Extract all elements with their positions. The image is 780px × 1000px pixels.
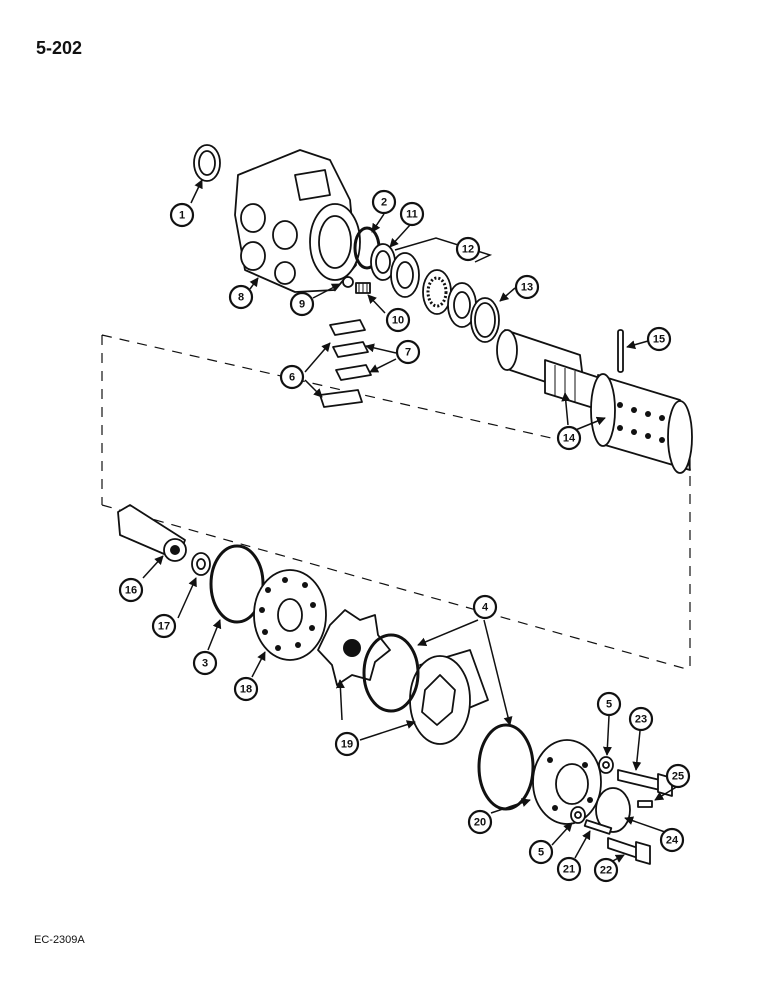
part-6-7-centering-springs: [319, 319, 372, 408]
part-10-spring: [355, 282, 371, 294]
svg-text:8: 8: [238, 292, 244, 304]
part-12-thrust-bearing: [390, 252, 477, 328]
svg-text:12: 12: [462, 244, 474, 256]
svg-text:11: 11: [406, 209, 418, 221]
svg-text:3: 3: [202, 658, 208, 670]
svg-text:23: 23: [635, 714, 647, 726]
callout-13: 13: [514, 274, 540, 300]
callout-19: 19: [334, 731, 360, 757]
svg-text:19: 19: [341, 739, 353, 751]
svg-text:4: 4: [482, 602, 489, 614]
part-11-washer: [370, 243, 396, 281]
svg-text:20: 20: [474, 817, 486, 829]
part-21-pin: [583, 819, 613, 835]
callout-5: 5: [528, 839, 554, 865]
part-9-check-ball: [342, 276, 354, 288]
svg-text:18: 18: [240, 684, 252, 696]
callout-labels: 1211128910131567141617318419523252024521…: [118, 189, 691, 883]
svg-text:15: 15: [653, 334, 665, 346]
svg-text:24: 24: [666, 835, 679, 847]
callout-18: 18: [233, 676, 259, 702]
callout-25: 25: [665, 763, 691, 789]
svg-text:1: 1: [179, 210, 185, 222]
callout-10: 10: [385, 307, 411, 333]
part-8-valve-housing: [234, 149, 361, 293]
part-14-spool-and-sleeve: [496, 329, 693, 474]
callout-15: 15: [646, 326, 672, 352]
part-23-cap-screw: [617, 769, 673, 797]
svg-text:17: 17: [158, 621, 170, 633]
page-number: 5-202: [36, 38, 83, 58]
svg-text:21: 21: [563, 864, 575, 876]
svg-text:16: 16: [125, 585, 137, 597]
callout-3: 3: [192, 650, 218, 676]
figure-code: EC-2309A: [34, 934, 85, 946]
part-1-seal-ring: [193, 144, 221, 182]
callout-20: 20: [467, 809, 493, 835]
part-13-snap-ring: [470, 297, 500, 343]
part-24-seal-plate: [595, 787, 631, 833]
callout-5: 5: [596, 691, 622, 717]
callout-12: 12: [455, 236, 481, 262]
callout-24: 24: [659, 827, 685, 853]
svg-text:7: 7: [405, 347, 411, 359]
svg-text:25: 25: [672, 771, 684, 783]
svg-text:5: 5: [606, 699, 612, 711]
callout-11: 11: [399, 201, 425, 227]
callout-8: 8: [228, 284, 254, 310]
callout-22: 22: [593, 857, 619, 883]
callout-7: 7: [395, 339, 421, 365]
svg-text:6: 6: [289, 372, 295, 384]
callout-1: 1: [169, 202, 195, 228]
part-25-screw: [637, 800, 653, 808]
callout-14: 14: [556, 425, 582, 451]
callout-4: 4: [472, 594, 498, 620]
svg-text:2: 2: [381, 197, 387, 209]
svg-text:22: 22: [600, 865, 612, 877]
callout-21: 21: [556, 856, 582, 882]
part-15-drive-pin: [617, 329, 624, 373]
part-5-washers: [570, 756, 614, 824]
part-22-cap-screw: [607, 837, 651, 865]
callout-9: 9: [289, 291, 315, 317]
svg-text:9: 9: [299, 299, 305, 311]
callout-17: 17: [151, 613, 177, 639]
leader-lines: [142, 179, 679, 864]
callout-23: 23: [628, 706, 654, 732]
callout-2: 2: [371, 189, 397, 215]
callout-16: 16: [118, 577, 144, 603]
part-16-drive-shaft: [117, 504, 187, 562]
svg-text:14: 14: [563, 433, 576, 445]
part-17-spacer: [191, 552, 211, 576]
assembly-dashed-outline: [101, 334, 691, 671]
part-20-end-cap: [532, 739, 602, 825]
part-18-spacer-plate: [253, 569, 327, 661]
part-19-gerotor-set: [317, 609, 489, 745]
svg-text:10: 10: [392, 315, 404, 327]
svg-text:13: 13: [521, 282, 533, 294]
svg-text:5: 5: [538, 847, 544, 859]
callout-6: 6: [279, 364, 305, 390]
